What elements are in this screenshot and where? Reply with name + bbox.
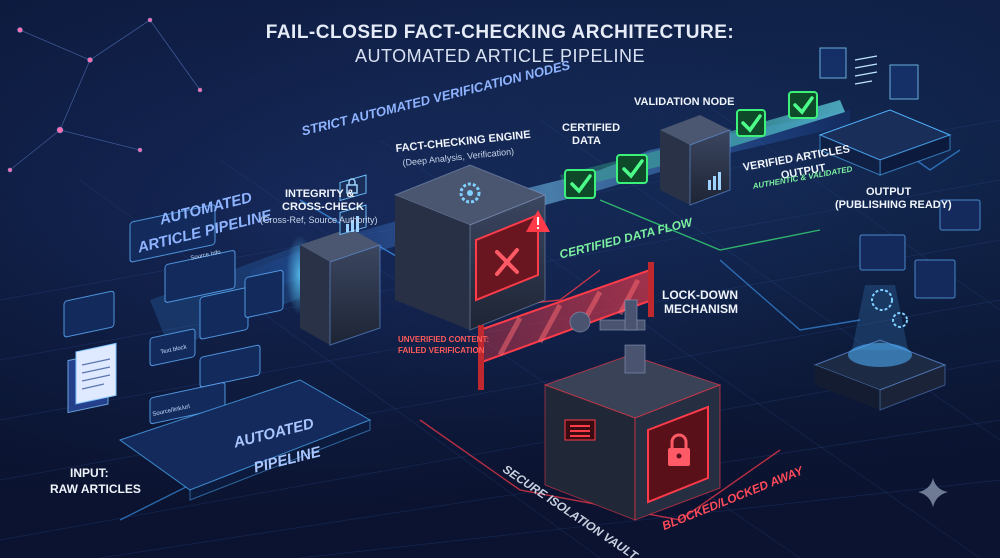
integrity-label-line2: CROSS-CHECK	[282, 201, 364, 213]
validation-node-label: VALIDATION NODE	[634, 96, 735, 108]
warning-icon	[526, 210, 550, 232]
integrity-label-line1: INTEGRITY &	[285, 188, 355, 200]
article-cards	[63, 204, 284, 425]
input-label-line2: RAW ARTICLES	[50, 482, 141, 496]
holo-panels	[859, 199, 981, 299]
unverified-label-line1: UNVERIFIED CONTENT:	[398, 335, 490, 344]
validation-node	[660, 115, 731, 206]
raw-articles-stack	[67, 342, 117, 414]
bar-chart-icon	[346, 216, 359, 232]
x-icon	[495, 248, 519, 276]
integrity-sublabel: (Cross-Ref, Source Authority)	[260, 215, 378, 225]
padlock-icon	[668, 433, 690, 466]
certified-label-line1: CERTIFIED	[562, 122, 621, 134]
lockdown-barrier	[478, 262, 654, 390]
certified-label-line2: DATA	[572, 135, 601, 147]
document-icon	[854, 55, 878, 85]
gear-icon	[459, 182, 481, 204]
lockdown-label-line1: LOCK-DOWN	[662, 288, 738, 302]
output-panel-right	[889, 64, 919, 100]
network-decoration	[7, 17, 203, 173]
lockdown-arm	[569, 299, 646, 374]
pipeline-platform-edge	[189, 419, 371, 501]
isolation-vault	[543, 354, 722, 521]
output-label-line1: OUTPUT	[866, 186, 912, 198]
integrity-node	[286, 174, 381, 346]
publishing-server	[813, 285, 947, 411]
output-platform	[818, 109, 952, 176]
output-label-line2: (PUBLISHING READY)	[835, 199, 952, 211]
lockdown-label-line2: MECHANISM	[664, 302, 738, 316]
checkmark-icon	[570, 96, 814, 194]
input-label-line1: INPUT:	[70, 466, 109, 480]
sparkle-icon	[918, 478, 948, 507]
fact-checking-engine-node	[393, 164, 547, 331]
lock-icon	[346, 178, 358, 194]
page-title: FAIL-CLOSED FACT-CHECKING ARCHITECTURE:	[265, 22, 735, 43]
unverified-label-line2: FAILED VERIFICATION	[398, 346, 485, 355]
gear-icon	[871, 289, 908, 328]
page-subtitle: AUTOMATED ARTICLE PIPELINE	[354, 46, 646, 66]
output-panel	[819, 47, 847, 79]
